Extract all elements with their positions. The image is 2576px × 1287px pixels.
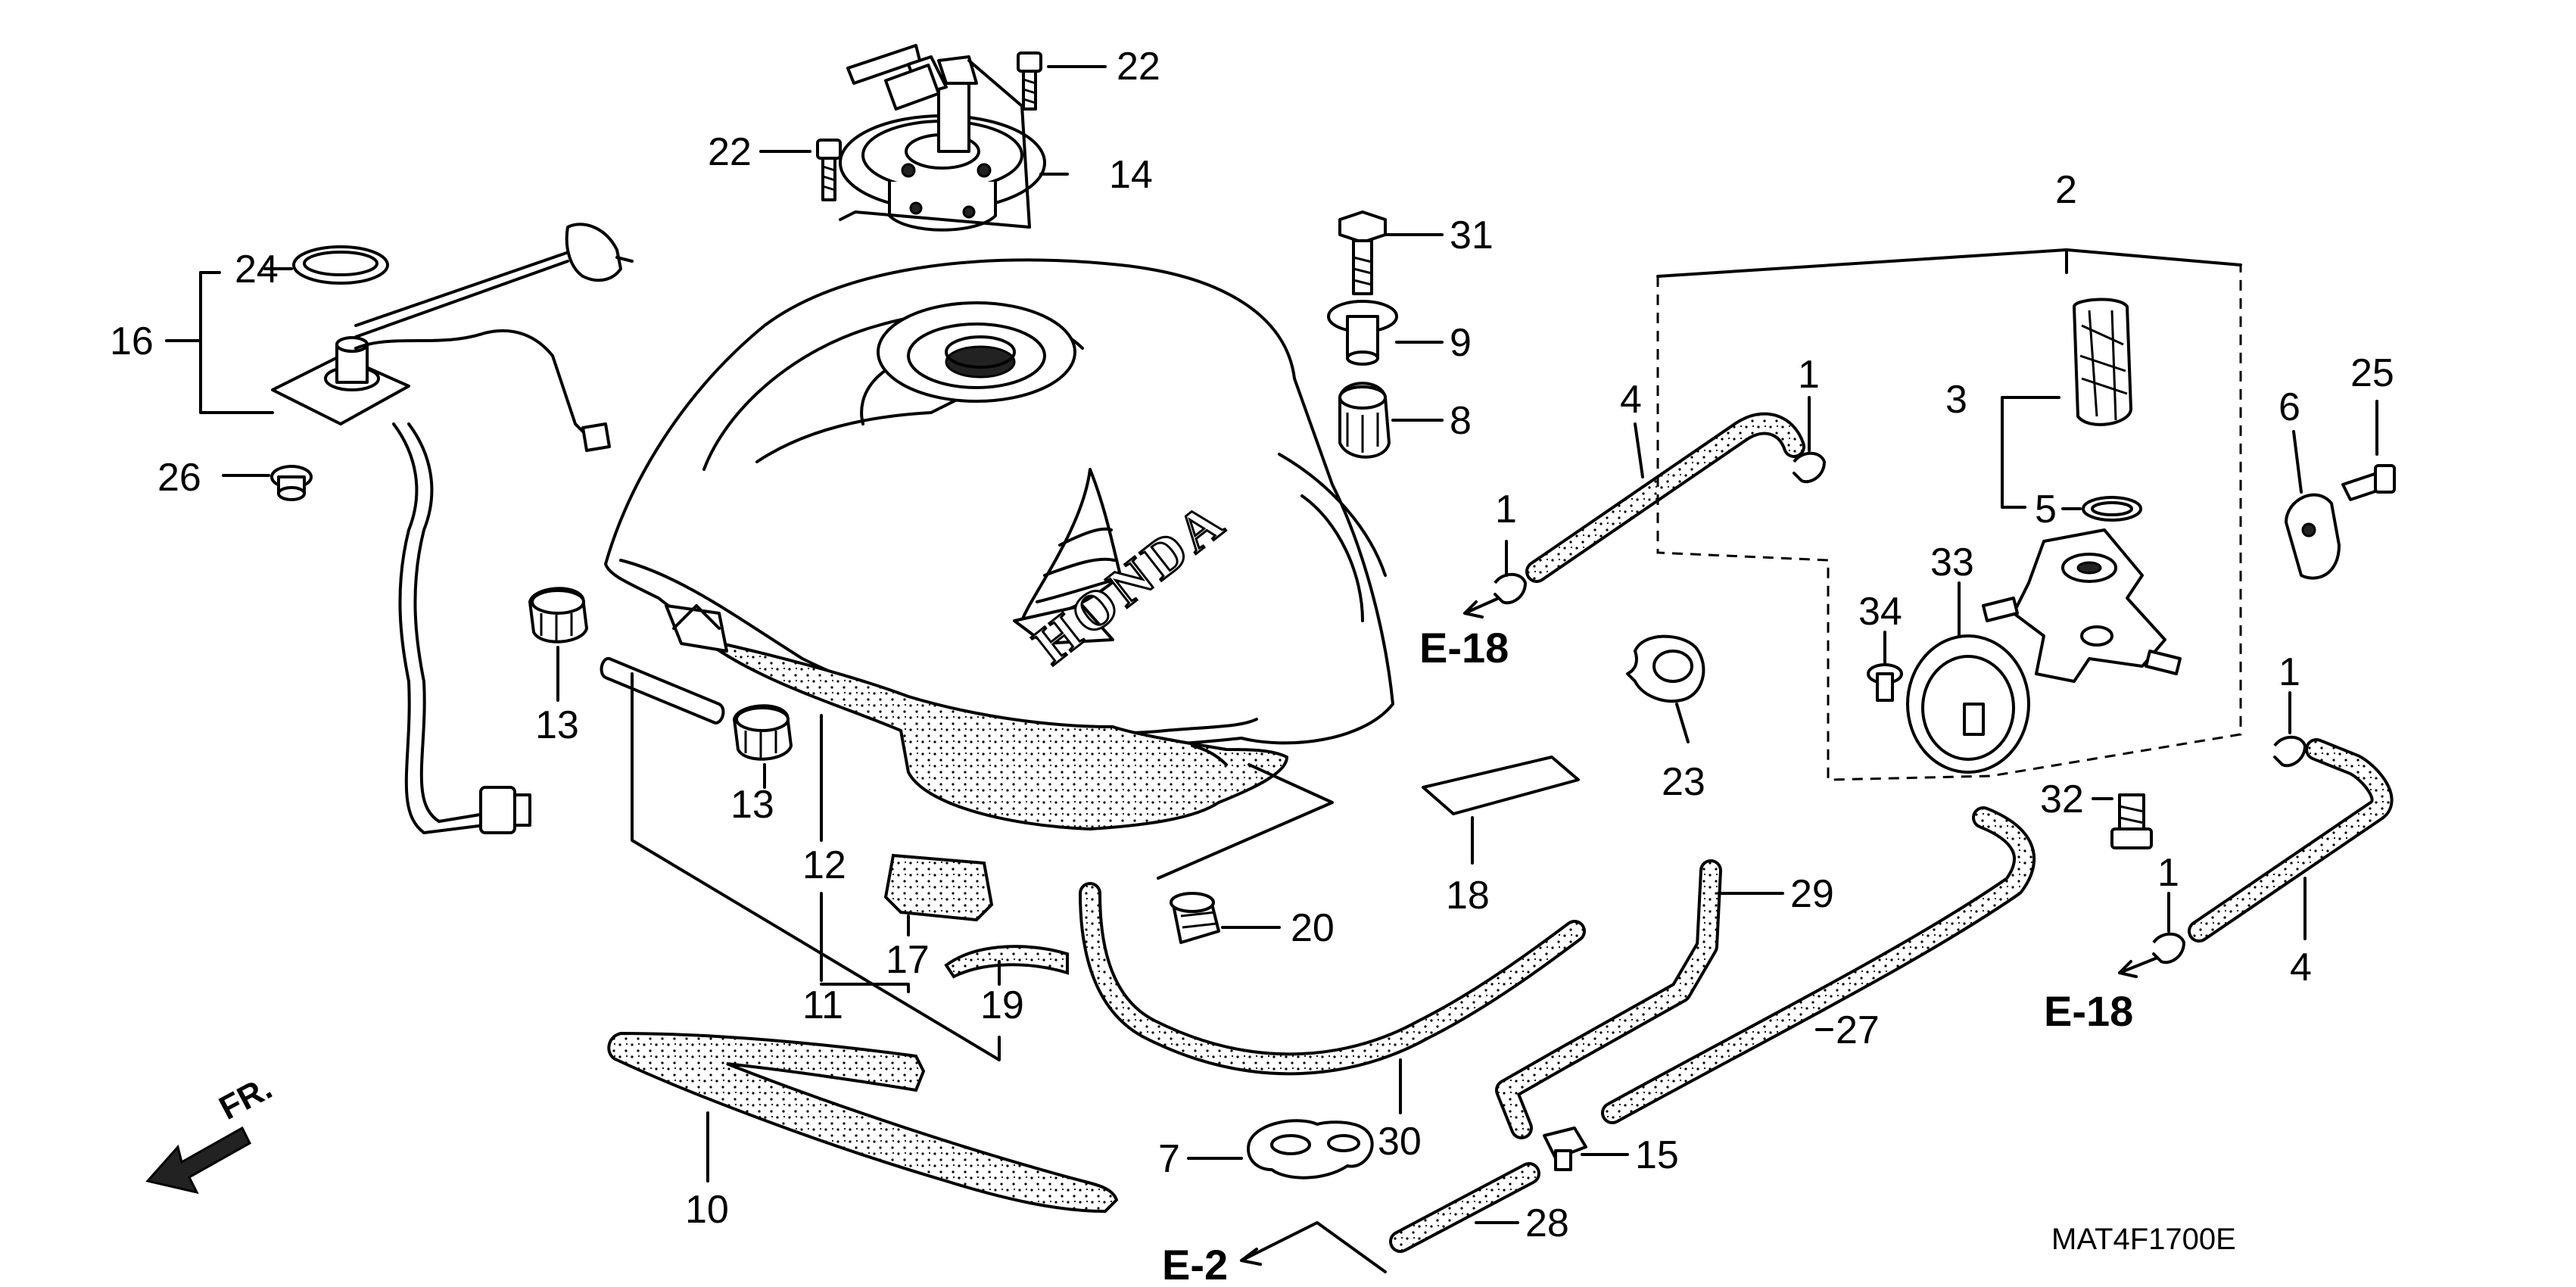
ref-e2: E-2 [1162,1241,1228,1287]
callout-29: 29 [1790,872,1834,916]
callout-numbers: 22 22 14 24 16 26 31 9 8 4 1 1 2 3 5 6 2… [110,45,2394,1245]
fuel-tank: HONDA [604,258,1394,748]
callout-2: 2 [2055,168,2077,212]
callout-13-b: 13 [730,783,774,827]
front-label: FR. [213,1069,279,1127]
filter-3 [2073,298,2132,426]
callout-9: 9 [1450,321,1472,365]
seal-10 [607,1031,1119,1214]
ref-e18-left: E-18 [1419,624,1509,672]
hose-29 [1495,859,1722,1139]
callout-12: 12 [802,843,846,887]
callout-28: 28 [1525,1201,1569,1245]
callout-16: 16 [110,319,154,363]
callout-17: 17 [886,938,930,982]
callout-1-left: 1 [1495,488,1517,531]
diagram-code: MAT4F1700E [2051,1223,2236,1256]
callout-30: 30 [1378,1120,1422,1164]
callout-6: 6 [2279,385,2300,429]
callout-11: 11 [802,983,843,1027]
front-direction-arrow: FR. [145,1069,279,1195]
callout-3: 3 [1945,378,1967,422]
fuel-cap-assembly [839,44,1046,232]
hose-27 [1601,806,2036,1124]
callout-27: 27 [1836,1008,1880,1052]
hose-4-upper [1525,412,1805,583]
fuel-sender-unit [271,223,634,834]
band-19 [944,945,1069,979]
tank-side-pad [702,638,1289,831]
callout-8: 8 [1450,399,1472,443]
clip-1-b [1793,451,1826,484]
clamp-23 [1626,634,1705,703]
ref-e18-right: E-18 [2044,987,2133,1035]
callout-18: 18 [1446,874,1490,918]
callout-22-left: 22 [708,130,752,174]
o-ring-24 [292,245,389,285]
callout-15: 15 [1635,1133,1679,1177]
callout-34: 34 [1858,590,1902,634]
clip-1-c [2273,735,2307,768]
callout-10: 10 [685,1188,729,1232]
callout-22-upper: 22 [1117,45,1160,89]
tank-bracket [665,604,1228,766]
pad-17 [883,853,994,922]
callout-33: 33 [1930,541,1974,584]
callout-32: 32 [2040,777,2084,821]
screw-34 [1867,663,1903,702]
callout-23: 23 [1662,760,1705,804]
reference-labels: E-18 E-18 E-2 [1162,624,2133,1287]
knob-6 [2285,493,2341,580]
leader-lines [165,65,2378,1273]
rubber-8 [1338,382,1391,459]
bolt-32 [2110,793,2153,849]
rubber-13-a [528,587,588,644]
joint-15 [1543,1127,1587,1171]
callout-24: 24 [235,248,279,291]
callout-26: 26 [157,456,201,500]
callout-7: 7 [1158,1137,1180,1181]
collar-9 [1327,300,1398,366]
clamp-7 [1247,1119,1374,1179]
callout-1-lower: 1 [2157,851,2179,895]
fuel-valve-group-frame [1656,248,2242,781]
bolt-22-left [816,139,842,201]
callout-14: 14 [1109,153,1153,197]
pin-12 [600,657,725,725]
callout-4-upper: 4 [1620,378,1642,422]
hose-28 [1389,1162,1540,1253]
nut-26 [270,465,313,501]
rubber-13-b [733,704,793,761]
callout-13-a: 13 [535,703,579,747]
callout-25: 25 [2350,351,2394,395]
callout-1-upper: 1 [1798,353,1820,397]
bolt-22-upper [1017,51,1042,111]
label-18 [1422,756,1580,815]
o-ring-5 [2082,496,2142,522]
fuel-valve-body [1982,528,2182,683]
callout-1-right: 1 [2279,650,2300,694]
hose-4-lower [2188,738,2394,943]
callout-19: 19 [980,983,1024,1027]
callout-5: 5 [2035,488,2057,531]
bolt-31 [1338,210,1387,295]
hose-30 [1079,882,1586,1076]
rubber-20 [1170,892,1220,944]
callout-20: 20 [1291,906,1335,950]
callout-31: 31 [1450,213,1494,257]
screw-25 [2341,464,2396,501]
callout-4-lower: 4 [2290,946,2312,989]
cover-33 [1906,634,2030,774]
